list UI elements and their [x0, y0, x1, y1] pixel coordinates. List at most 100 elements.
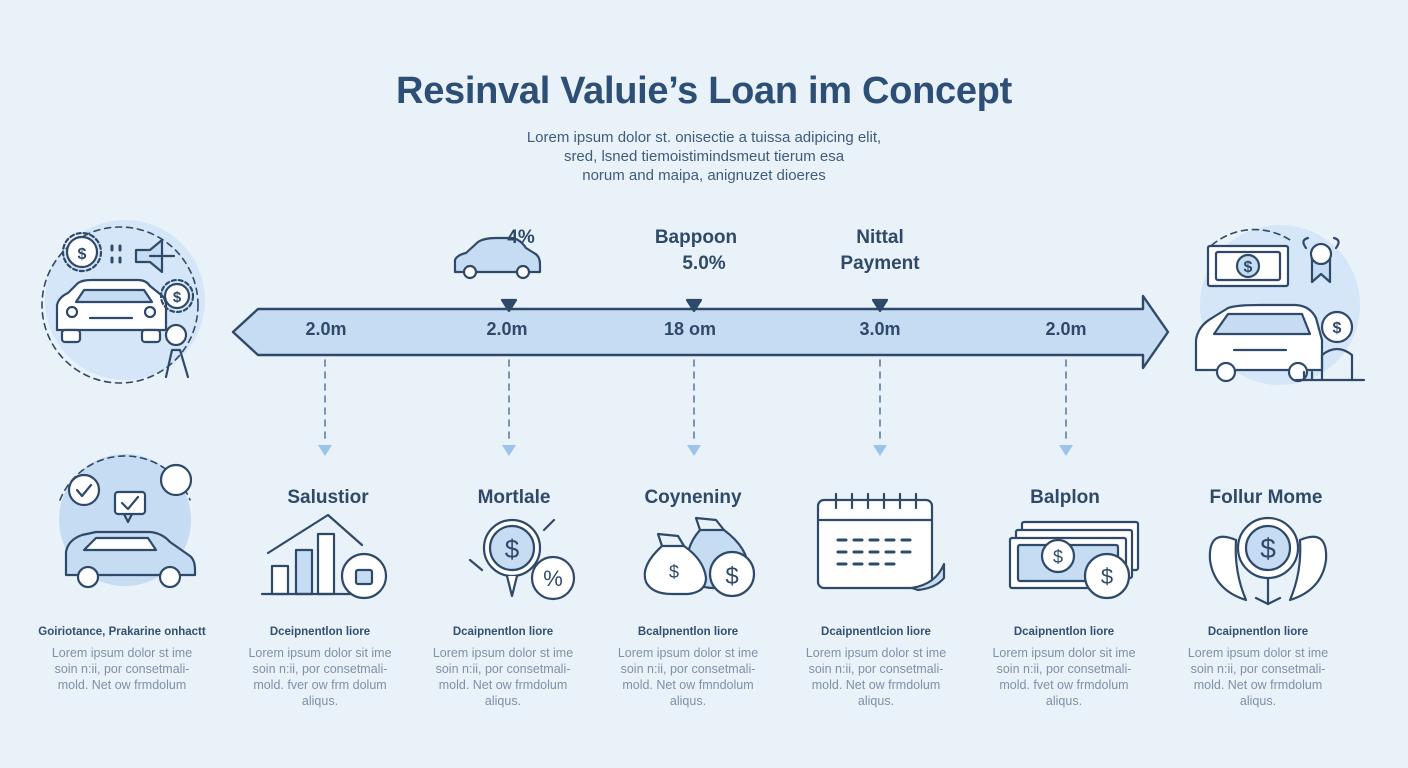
card-line: Lorem ipsum dolor st ime	[1187, 646, 1329, 660]
card-heading: Dceipnentlon liore	[269, 626, 371, 638]
card-heading: Dcaipnentlon liore	[1207, 626, 1309, 638]
card-line: soin n:ii, por consetmali-	[1190, 662, 1326, 676]
card-body: Lorem ipsum dolor st ime soin n:ii, por …	[32, 645, 212, 693]
page-title: Resinval Valuie’s Loan im Concept	[396, 70, 1012, 112]
dollar-sign-icon: $	[173, 289, 182, 306]
label-line: Nittal	[856, 227, 904, 248]
step-card: Bcalpnentlon liore Lorem ipsum dolor st …	[598, 626, 778, 709]
timeline-payment-label: Nittal Payment	[818, 225, 942, 277]
subtitle-line: Lorem ipsum dolor st. onisectie a tuissa…	[526, 129, 882, 146]
connector-arrowhead	[1059, 445, 1073, 456]
card-body: Lorem ipsum dolor st ime soin n:ii, por …	[1168, 645, 1348, 709]
dollar-sign-icon: $	[1053, 547, 1063, 567]
label-line: 5.0%	[682, 253, 726, 274]
step-card: Dcaipnentlon liore Lorem ipsum dolor st …	[413, 626, 593, 709]
card-line: mold. Net ow frmdolum	[57, 678, 187, 692]
subtitle-line: norum and maipa, anignuzet dioeres	[582, 167, 826, 184]
timeline-balloon-label: Bappoon 5.0%	[634, 225, 758, 277]
card-line: Lorem ipsum dolor sit ime	[992, 646, 1136, 660]
car-chat-icon	[59, 454, 197, 589]
percent-icon: %	[543, 566, 563, 591]
label-line: Payment	[840, 253, 920, 274]
timeline-arrow	[231, 294, 1170, 370]
timeline-marker	[500, 298, 518, 313]
step-title: Coyneniny	[644, 487, 742, 508]
card-line: mold. fver ow frm dolum	[253, 678, 387, 692]
timeline-segment-label: 2.0m	[486, 319, 528, 339]
timeline-segment-label: 3.0m	[859, 319, 901, 339]
card-heading: Dcaipnentlon liore	[452, 626, 554, 638]
card-heading: Goiriotance, Prakarine onhactt	[38, 626, 206, 638]
connector-arrowhead	[318, 445, 332, 456]
dollar-sign-icon: $	[669, 562, 679, 582]
connector-arrowhead	[687, 445, 701, 456]
card-line: soin n:ii, por consetmali-	[435, 662, 571, 676]
card-heading: Dcaipnentlcion liore	[821, 626, 931, 638]
card-body: Lorem ipsum dolor st ime soin n:ii, por …	[598, 645, 778, 709]
step-card: Dceipnentlon liore Lorem ipsum dolor sit…	[230, 626, 410, 709]
card-body: Lorem ipsum dolor sit ime soin n:ii, por…	[230, 645, 410, 709]
card-line: soin n:ii, por consetmali-	[252, 662, 388, 676]
card-line: soin n:ii, por consetmali-	[620, 662, 756, 676]
timeline-segment-label: 2.0m	[1045, 319, 1087, 339]
card-line: aliqus.	[301, 694, 339, 708]
card-body: Lorem ipsum dolor st ime soin n:ii, por …	[786, 645, 966, 709]
car-purchase-icon	[1194, 225, 1366, 385]
card-line: aliqus.	[669, 694, 707, 708]
dollar-sign-icon: $	[725, 563, 738, 590]
car-dealer-icon	[41, 220, 205, 384]
card-line: mold. Net ow frmdolum	[438, 678, 568, 692]
card-line: aliqus.	[1045, 694, 1083, 708]
timeline-segment-label: 2.0m	[305, 319, 347, 339]
step-title: Balplon	[1030, 487, 1100, 508]
step-card: Goiriotance, Prakarine onhactt Lorem ips…	[32, 626, 212, 693]
subtitle-line: sred, lsned tiemoistimindsmeut tierum es…	[563, 148, 845, 165]
dollar-leaves-icon	[1208, 516, 1328, 606]
step-card: Dcaipnentlon liore Lorem ipsum dolor st …	[1168, 626, 1348, 709]
connector-arrowhead	[502, 445, 516, 456]
timeline-marker	[871, 298, 889, 313]
card-line: mold. Net ow fmndolum	[622, 678, 754, 692]
dollar-sign-icon: $	[1333, 320, 1342, 337]
banknotes-icon	[1008, 520, 1140, 600]
card-heading: Bcalpnentlon liore	[637, 626, 739, 638]
card-body: Lorem ipsum dolor sit ime soin n:ii, por…	[974, 645, 1154, 709]
card-line: soin n:ii, por consetmali-	[996, 662, 1132, 676]
card-line: mold. fvet ow frmdolum	[999, 678, 1129, 692]
dollar-sign-icon: $	[78, 246, 87, 263]
card-line: Lorem ipsum dolor st ime	[805, 646, 947, 660]
card-line: aliqus.	[1239, 694, 1277, 708]
label-line: 4%	[507, 227, 535, 248]
card-line: soin n:ii, por consetmali-	[54, 662, 190, 676]
dollar-sign-icon: $	[1101, 564, 1113, 589]
card-line: Lorem ipsum dolor st ime	[617, 646, 759, 660]
step-title: Mortlale	[477, 487, 551, 508]
connector-arrowhead	[873, 445, 887, 456]
card-body: Lorem ipsum dolor st ime soin n:ii, por …	[413, 645, 593, 709]
timeline-marker	[685, 298, 703, 313]
calendar-icon	[816, 492, 946, 592]
dollar-sign-icon: $	[1260, 533, 1276, 564]
money-bags-icon	[643, 516, 756, 598]
step-card: Dcaipnentlcion liore Lorem ipsum dolor s…	[786, 626, 966, 709]
card-line: aliqus.	[484, 694, 522, 708]
bar-chart-icon	[260, 513, 388, 600]
step-card: Dcaipnentlon liore Lorem ipsum dolor sit…	[974, 626, 1154, 709]
dollar-sign-icon: $	[1244, 259, 1253, 276]
card-line: aliqus.	[857, 694, 895, 708]
card-line: mold. Net ow frmdolum	[811, 678, 941, 692]
timeline-rate-label: 4%	[476, 225, 566, 251]
label-line: Bappoon	[654, 227, 738, 248]
step-title: Salustior	[287, 487, 369, 508]
dollar-percent-icon	[468, 518, 576, 601]
car-icon	[453, 236, 542, 280]
timeline-segment-label: 18 om	[663, 319, 717, 339]
card-heading: Dcaipnentlon liore	[1013, 626, 1115, 638]
card-line: soin n:ii, por consetmali-	[808, 662, 944, 676]
dollar-sign-icon: $	[505, 534, 520, 564]
step-title: Follur Mome	[1209, 487, 1323, 508]
card-line: Lorem ipsum dolor sit ime	[248, 646, 392, 660]
subtitle: Lorem ipsum dolor st. onisectie a tuissa…	[354, 128, 1054, 185]
card-line: Lorem ipsum dolor st ime	[432, 646, 574, 660]
